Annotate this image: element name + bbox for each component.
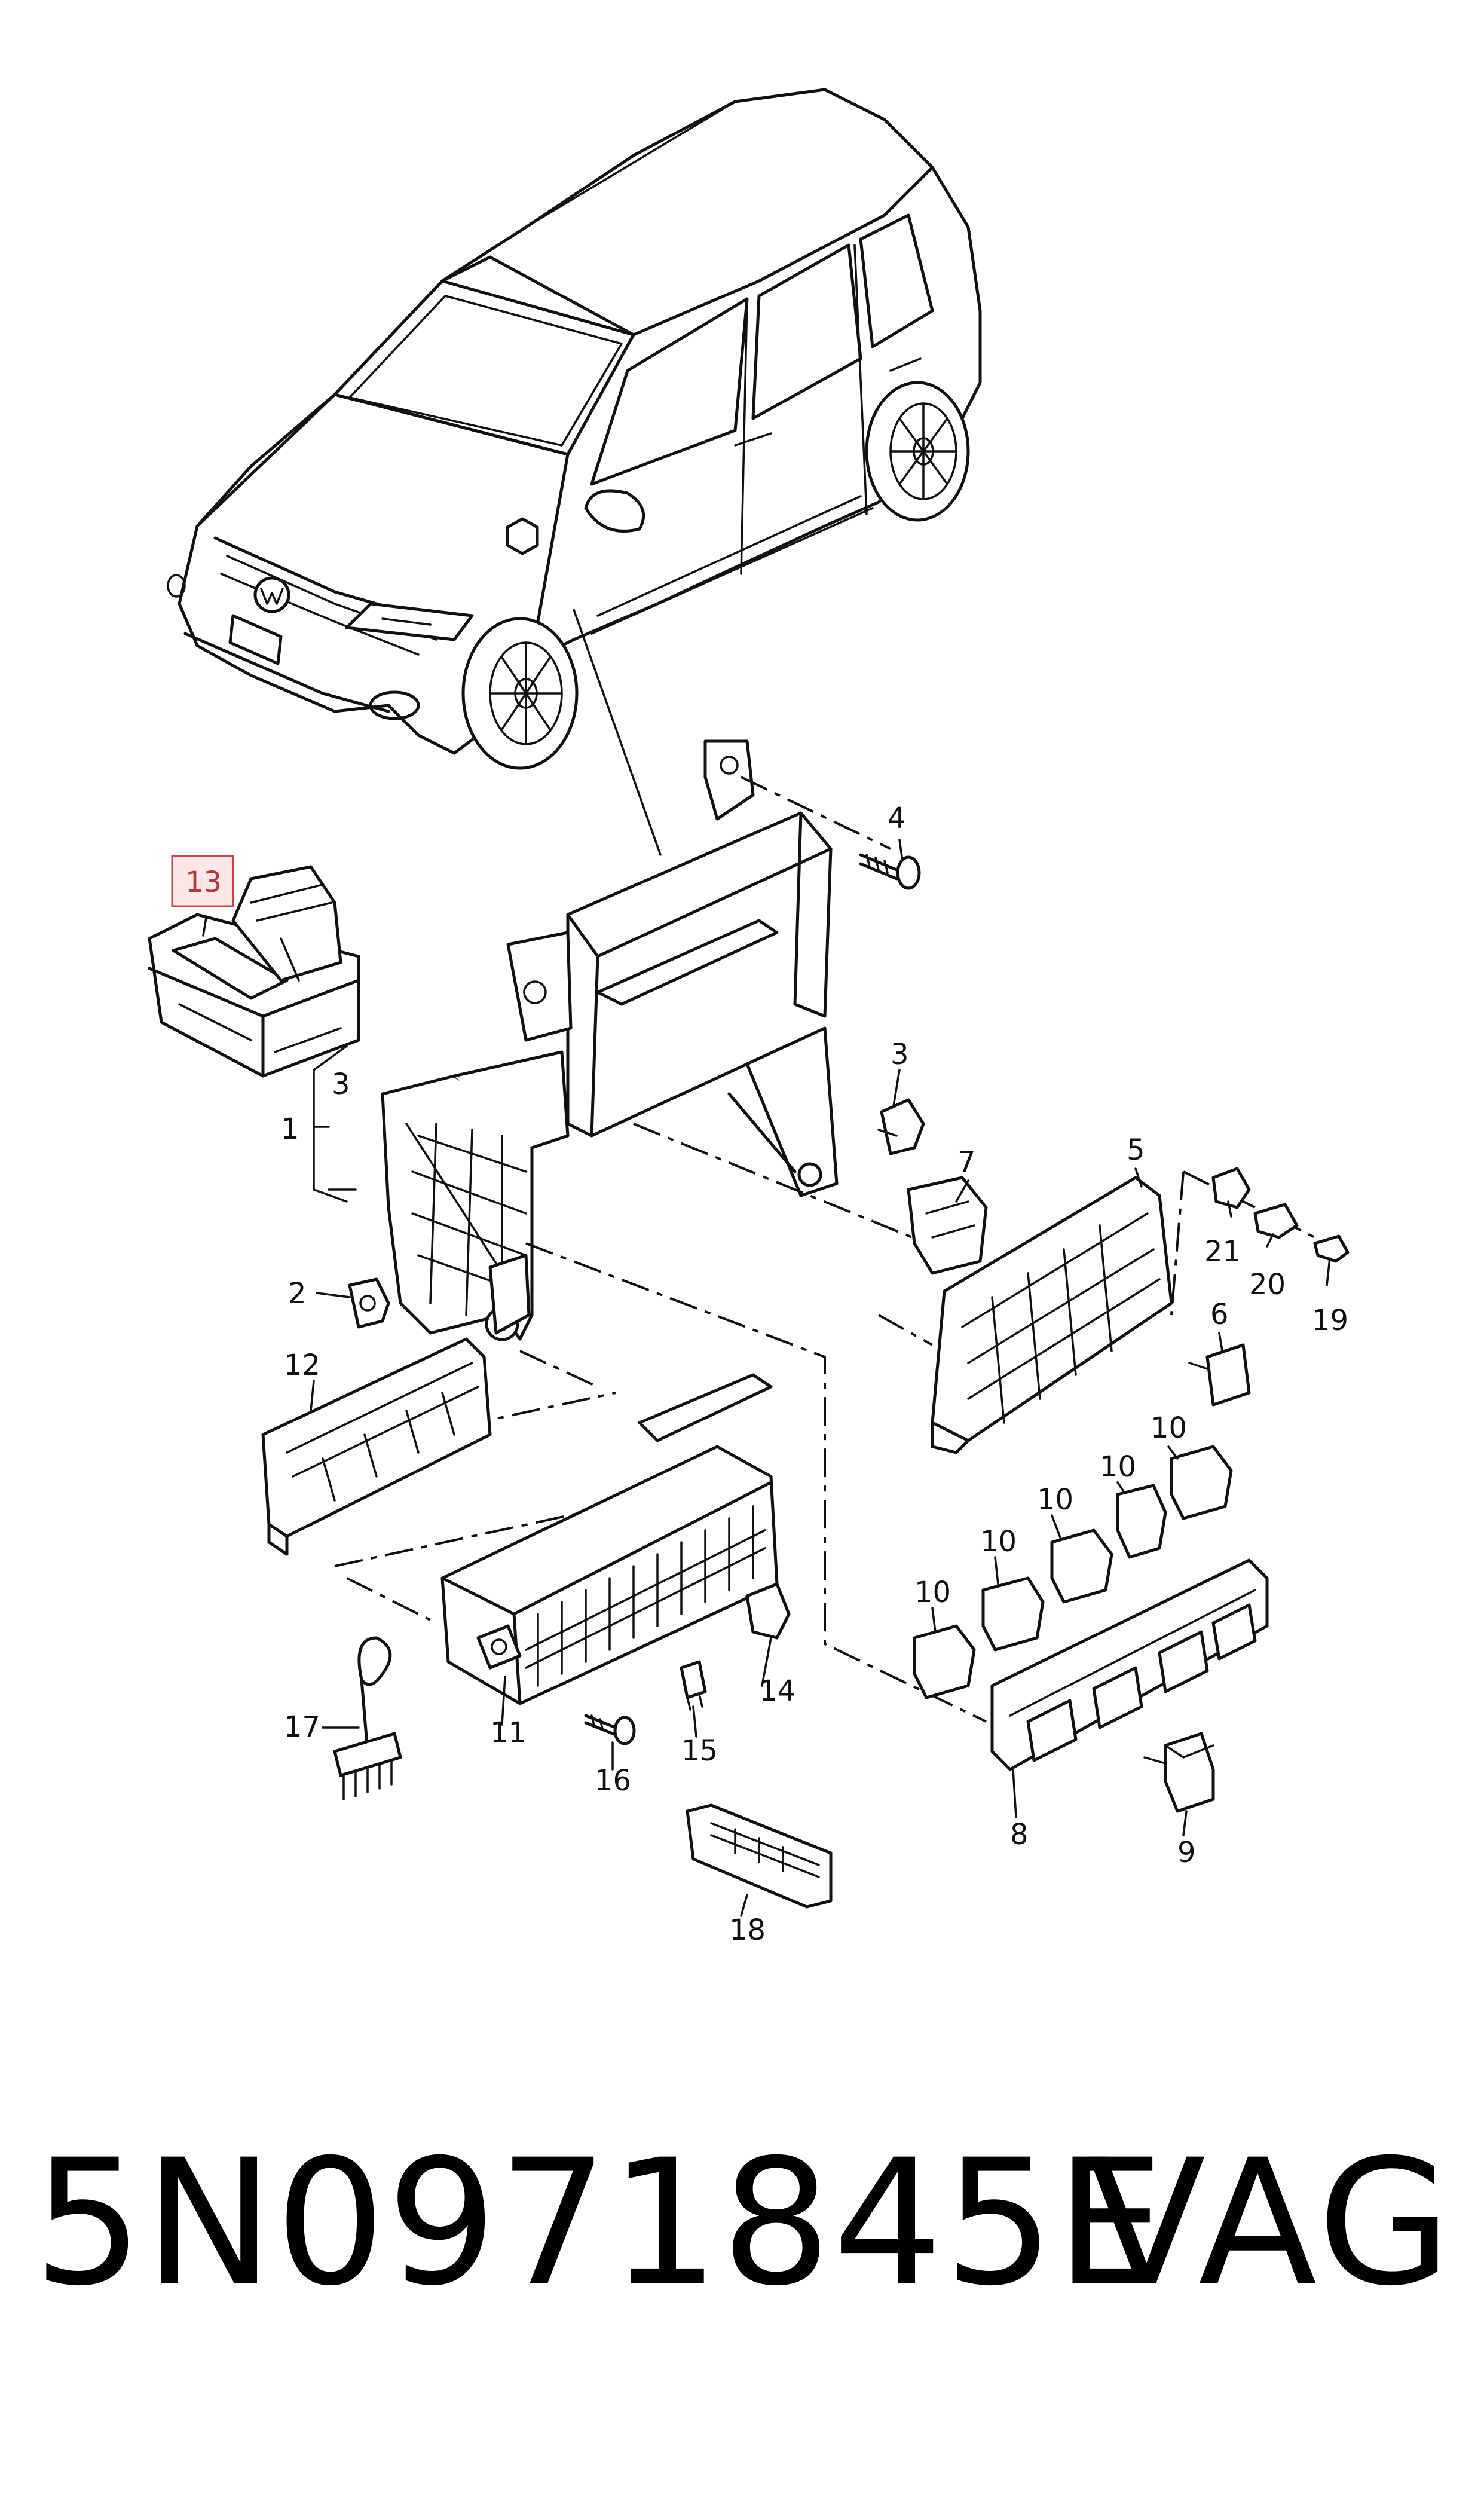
- callout-10-e: 10: [1151, 1411, 1187, 1445]
- part-14-fuse: [745, 1582, 791, 1640]
- part-9-relay: [1143, 1732, 1215, 1813]
- assembly-line: [878, 1314, 933, 1346]
- assembly-line: [525, 1242, 987, 1723]
- part-10-relay-holder: [1116, 1484, 1167, 1559]
- callout-16: 16: [595, 1764, 631, 1797]
- callout-13-highlight-box: [171, 855, 234, 907]
- part-number: 5N0971845E: [33, 2123, 1167, 2324]
- callout-10-d: 10: [1100, 1450, 1136, 1484]
- part-4-screw: [859, 853, 921, 890]
- callout-20: 20: [1249, 1268, 1286, 1301]
- part-7-relay-carrier: [907, 1176, 988, 1275]
- part-11-fuse-box: [440, 1373, 779, 1705]
- part-20-fuse: [1253, 1203, 1299, 1239]
- callout-4: 4: [888, 802, 906, 835]
- callout-15: 15: [681, 1734, 718, 1768]
- callout-8: 8: [1010, 1818, 1029, 1851]
- part-10-relay-holder: [1170, 1445, 1233, 1520]
- assembly-line: [1170, 1171, 1185, 1316]
- part-5-fuse-carrier: [931, 1176, 1173, 1454]
- part-3-clip: [877, 1098, 925, 1155]
- leader-lines: [202, 839, 1331, 1917]
- callout-6: 6: [1210, 1298, 1229, 1331]
- callout-14: 14: [759, 1674, 795, 1708]
- mounting-bracket: [381, 739, 839, 1341]
- leader-car-to-bracket: [573, 609, 662, 856]
- callout-17: 17: [284, 1710, 320, 1744]
- part-12-fuse-holder-cover: [261, 1337, 492, 1556]
- callout-10-c: 10: [1037, 1483, 1073, 1517]
- part-10-relay-holder: [981, 1576, 1045, 1652]
- callout-10-b: 10: [980, 1525, 1017, 1558]
- part-15-mini-fuse: [680, 1660, 707, 1711]
- callout-9: 9: [1177, 1836, 1196, 1869]
- part-13-control-unit: [148, 865, 360, 1078]
- part-19-fuse: [1313, 1234, 1350, 1263]
- assembly-line: [519, 1350, 598, 1388]
- part-2-nut-clip: [348, 1277, 390, 1329]
- part-6-relay: [1188, 1343, 1251, 1407]
- callout-10-a: 10: [914, 1576, 951, 1609]
- callout-1: 1: [281, 1112, 299, 1146]
- part-8-relay-carrier: [990, 1558, 1269, 1771]
- vehicle-illustration: [167, 88, 982, 770]
- assembly-line: [334, 1487, 694, 1567]
- assembly-line: [741, 776, 891, 850]
- part-18-cover-strip: [686, 1803, 833, 1909]
- assembly-line: [346, 1577, 431, 1621]
- part-10-relay-holder: [1050, 1528, 1113, 1604]
- assembly-line: [633, 1123, 957, 1257]
- callout-5: 5: [1127, 1133, 1145, 1167]
- manufacturer-name: VAG: [1087, 2123, 1455, 2324]
- part-16-screw: [584, 1714, 636, 1745]
- callout-3-right: 3: [891, 1038, 909, 1071]
- callout-2: 2: [288, 1277, 307, 1310]
- callout-7: 7: [957, 1145, 976, 1179]
- callout-11: 11: [490, 1716, 527, 1750]
- callout-13: 13: [185, 866, 222, 899]
- callout-12: 12: [284, 1349, 320, 1382]
- callout-3-left: 3: [332, 1068, 350, 1101]
- callout-19: 19: [1312, 1304, 1348, 1337]
- callout-21: 21: [1204, 1235, 1241, 1268]
- callout-18: 18: [729, 1913, 766, 1947]
- part-21-fuse: [1211, 1167, 1251, 1209]
- part-17-cable-tie-connector: [333, 1636, 402, 1800]
- callout-labels: 1 3 2 4 3 7 5 21 20 19 6 12 10 10 10 10 …: [171, 802, 1348, 1947]
- part-10-relay-holder: [913, 1624, 976, 1699]
- footer-part-number-bar: 5N0971845E VAG: [33, 2134, 1455, 2313]
